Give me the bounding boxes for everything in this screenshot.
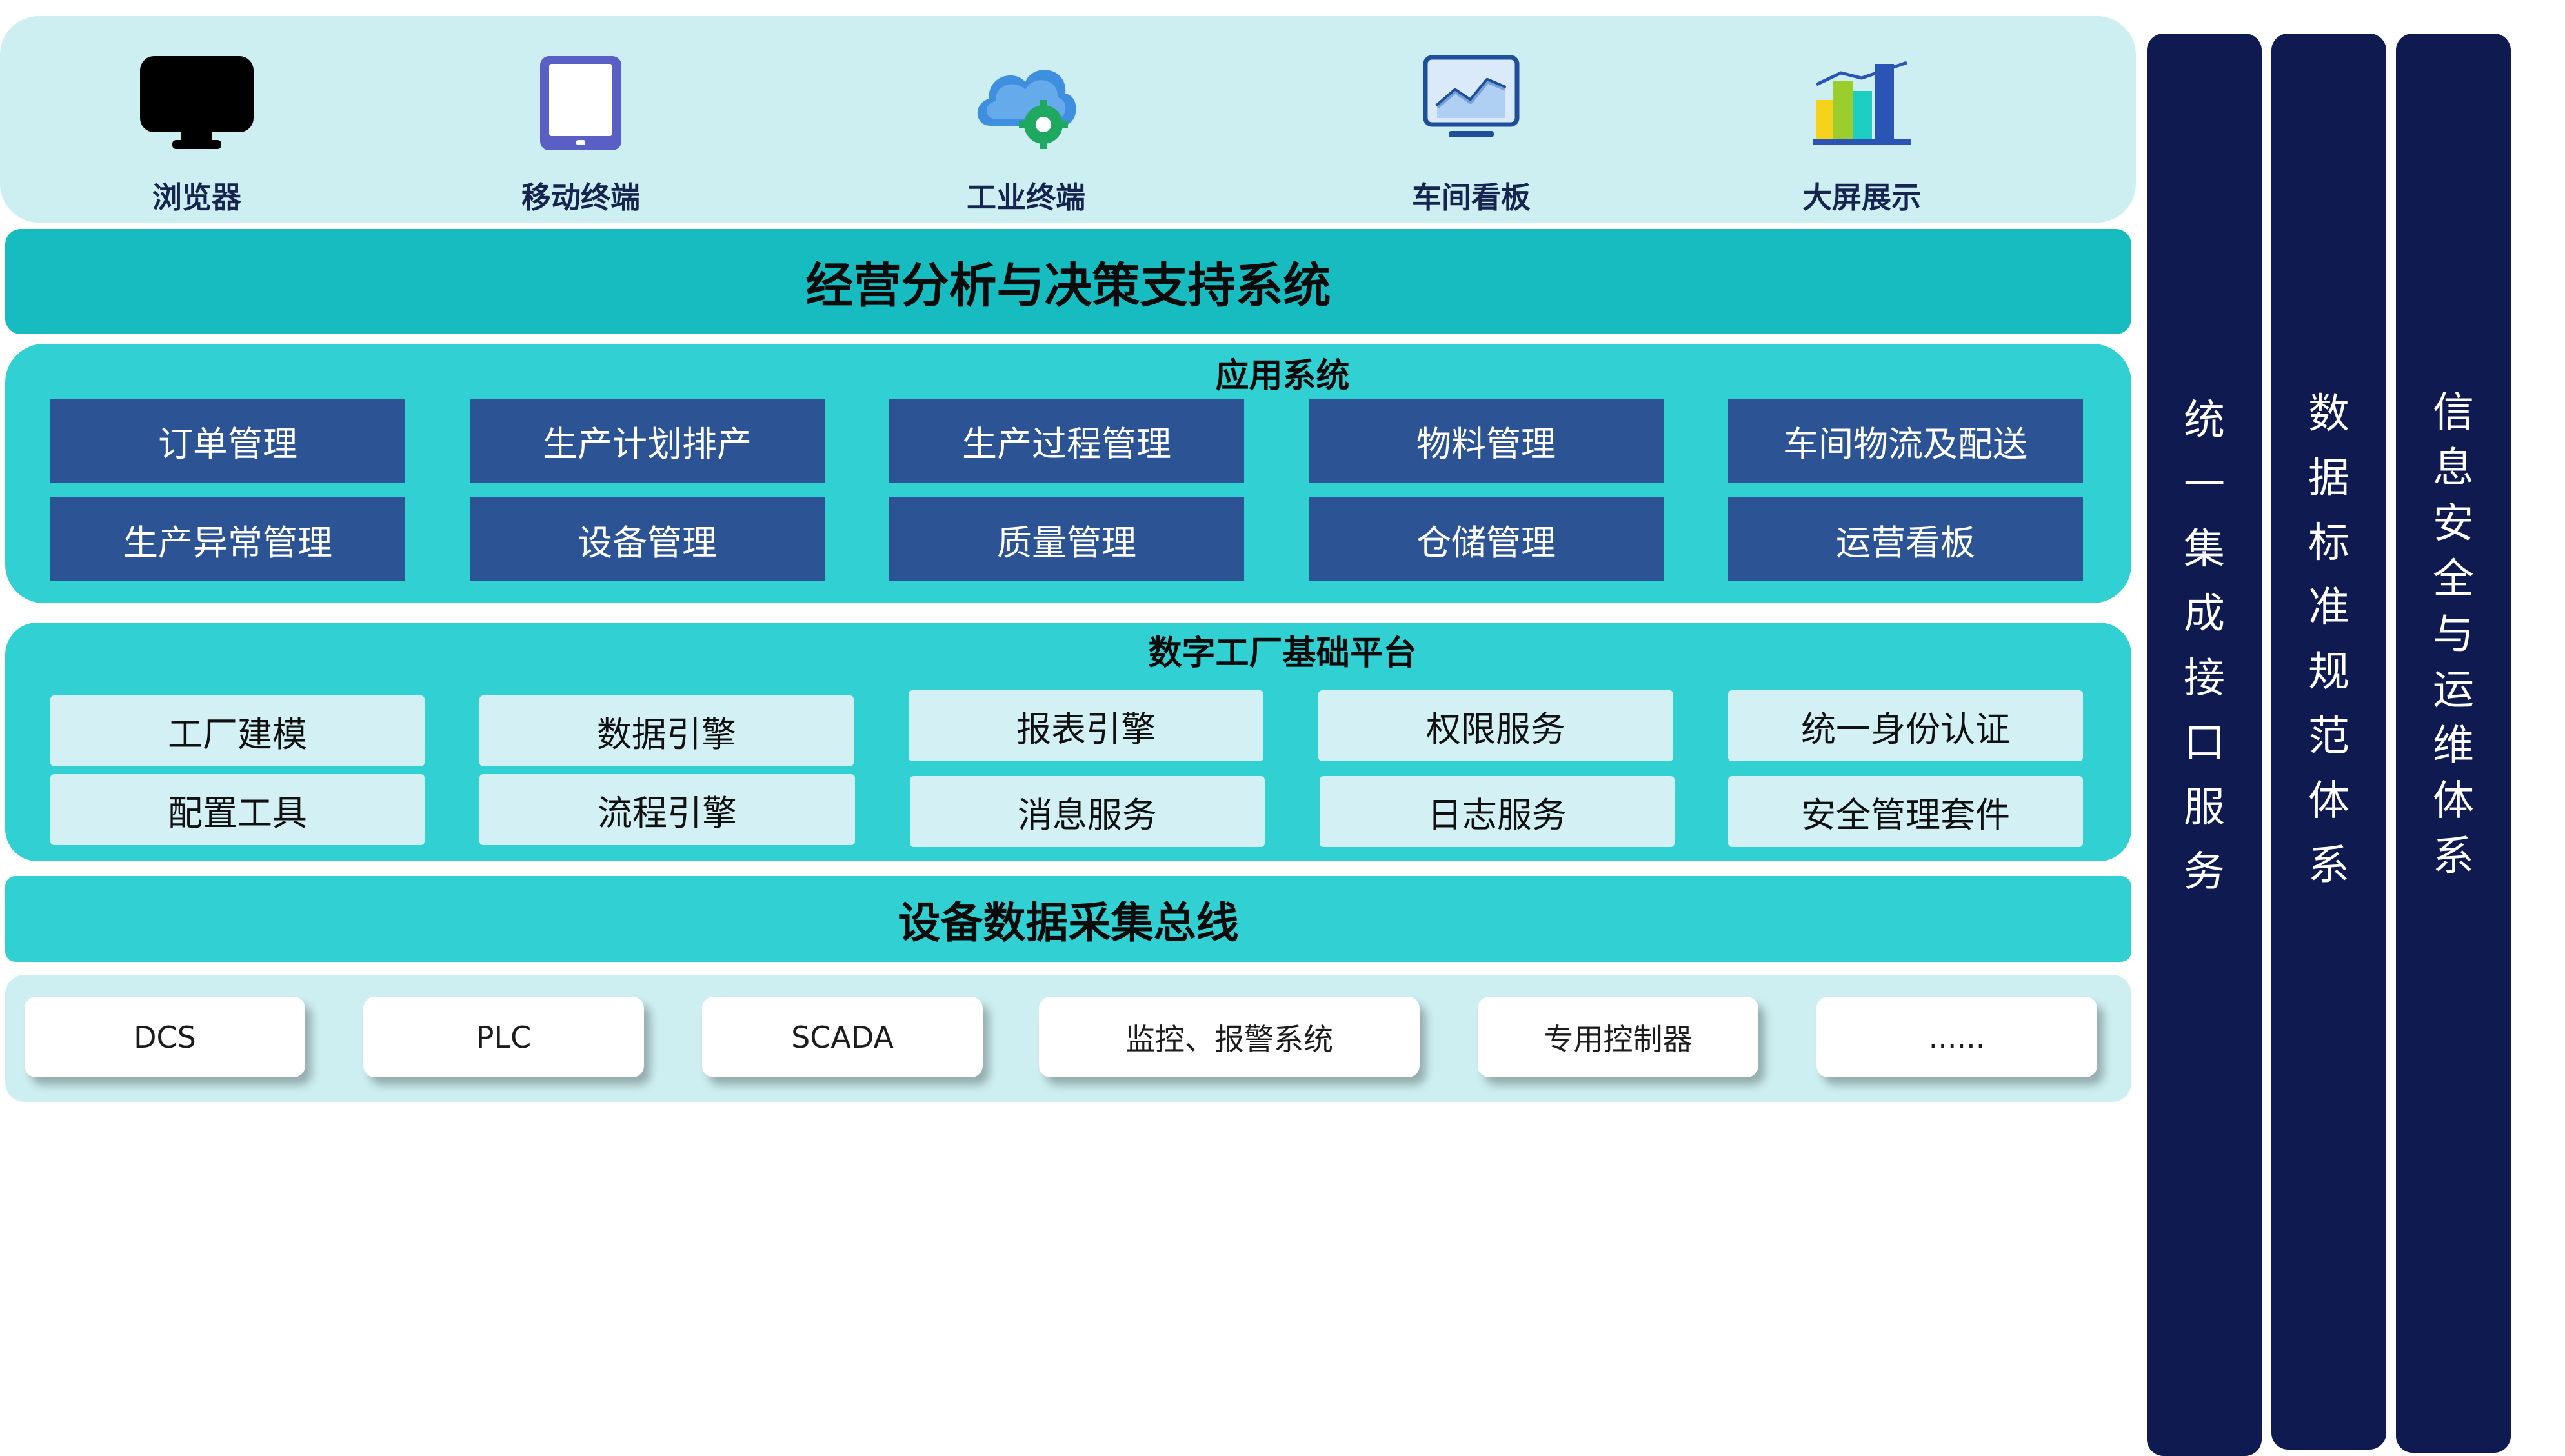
field-system-scada: SCADA [702, 997, 983, 1077]
monitor-icon [140, 56, 254, 149]
pillar-char: 接 [2184, 655, 2225, 703]
tablet-icon [540, 56, 621, 150]
pillar-char: 体 [2433, 777, 2474, 825]
module-process-management: 生产过程管理 [889, 399, 1244, 483]
module-operations-board: 运营看板 [1728, 497, 2083, 581]
pillar-char: 一 [2184, 461, 2225, 509]
pillar-char: 集 [2184, 526, 2225, 573]
pillar-char: 据 [2308, 455, 2349, 503]
device-industrial: 工业终端 [929, 42, 1123, 215]
client-devices-band: 浏览器 移动终端 工业终端 车间看板 [0, 16, 2136, 223]
module-exception-management: 生产异常管理 [50, 497, 405, 581]
pillar-char: 信 [2433, 389, 2474, 437]
module-production-scheduling: 生产计划排产 [470, 399, 825, 483]
module-order-management: 订单管理 [50, 399, 405, 483]
platform-config-tool: 配置工具 [50, 774, 425, 845]
pillar-char: 服 [2184, 784, 2225, 832]
bar-chart-icon [1813, 61, 1911, 145]
pillar-char: 标 [2308, 519, 2349, 567]
pillar-label: 统一集成接口服务 [2184, 388, 2225, 904]
device-label: 移动终端 [521, 180, 640, 215]
platform-security-suite: 安全管理套件 [1728, 776, 2083, 847]
pillar-char: 成 [2184, 590, 2225, 638]
pillar-char: 系 [2308, 842, 2349, 890]
pillar-integration-interface: 统一集成接口服务 [2147, 34, 2262, 1456]
device-label: 大屏展示 [1802, 180, 1921, 215]
pillar-char: 准 [2308, 584, 2349, 632]
pillar-label: 数据标准规范体系 [2308, 382, 2349, 898]
decision-support-system: 经营分析与决策支持系统 [5, 229, 2131, 334]
platform-workflow-engine: 流程引擎 [479, 774, 855, 845]
device-big-screen: 大屏展示 [1765, 42, 1958, 215]
platform-permission-service: 权限服务 [1318, 690, 1673, 761]
pillar-char: 与 [2433, 611, 2474, 659]
device-mobile: 移动终端 [484, 42, 678, 215]
platform-log-service: 日志服务 [1320, 776, 1675, 847]
device-browser: 浏览器 [100, 42, 294, 215]
module-warehouse-management: 仓储管理 [1309, 497, 1664, 581]
module-equipment-management: 设备管理 [470, 497, 825, 581]
platform-unified-identity: 统一身份认证 [1728, 690, 2083, 761]
pillar-char: 口 [2184, 719, 2225, 767]
pillar-security-operations: 信息安全与运维体系 [2396, 34, 2511, 1453]
pillar-char: 系 [2433, 833, 2474, 881]
field-system-monitoring: 监控、报警系统 [1039, 997, 1420, 1077]
platform-message-service: 消息服务 [910, 776, 1265, 847]
pillar-char: 全 [2433, 555, 2474, 603]
platform-factory-modeling: 工厂建模 [50, 695, 425, 766]
dashboard-chart-icon [1423, 55, 1520, 137]
pillar-label: 信息安全与运维体系 [2433, 385, 2474, 884]
pillar-char: 统 [2184, 397, 2225, 444]
device-data-acquisition-bus: 设备数据采集总线 [5, 876, 2131, 962]
pillar-char: 安 [2433, 500, 2474, 548]
device-label: 工业终端 [967, 180, 1085, 215]
pillar-char: 规 [2308, 648, 2349, 696]
pillar-char: 息 [2433, 444, 2474, 492]
pillar-char: 体 [2308, 777, 2349, 825]
pillar-char: 数 [2308, 390, 2349, 438]
pillar-data-standards: 数据标准规范体系 [2271, 34, 2386, 1450]
field-system-dcs: DCS [25, 997, 305, 1077]
module-workshop-logistics: 车间物流及配送 [1728, 399, 2083, 483]
field-system-more: ...... [1816, 997, 2097, 1077]
pillar-char: 务 [2184, 848, 2225, 896]
platform-report-engine: 报表引擎 [909, 690, 1263, 761]
platform-data-engine: 数据引擎 [479, 695, 854, 766]
application-system-title: 应用系统 [1215, 357, 1350, 395]
pillar-char: 运 [2433, 666, 2474, 714]
pillar-char: 范 [2308, 713, 2349, 761]
field-system-plc: PLC [363, 997, 644, 1077]
pillar-char: 维 [2433, 722, 2474, 770]
device-workshop-board: 车间看板 [1374, 42, 1568, 215]
device-label: 浏览器 [152, 180, 241, 215]
module-material-management: 物料管理 [1309, 399, 1664, 483]
device-label: 车间看板 [1412, 180, 1531, 215]
digital-factory-platform-title: 数字工厂基础平台 [1148, 634, 1417, 673]
module-quality-management: 质量管理 [889, 497, 1244, 581]
field-system-controller: 专用控制器 [1478, 997, 1758, 1077]
cloud-gear-icon [977, 70, 1076, 149]
